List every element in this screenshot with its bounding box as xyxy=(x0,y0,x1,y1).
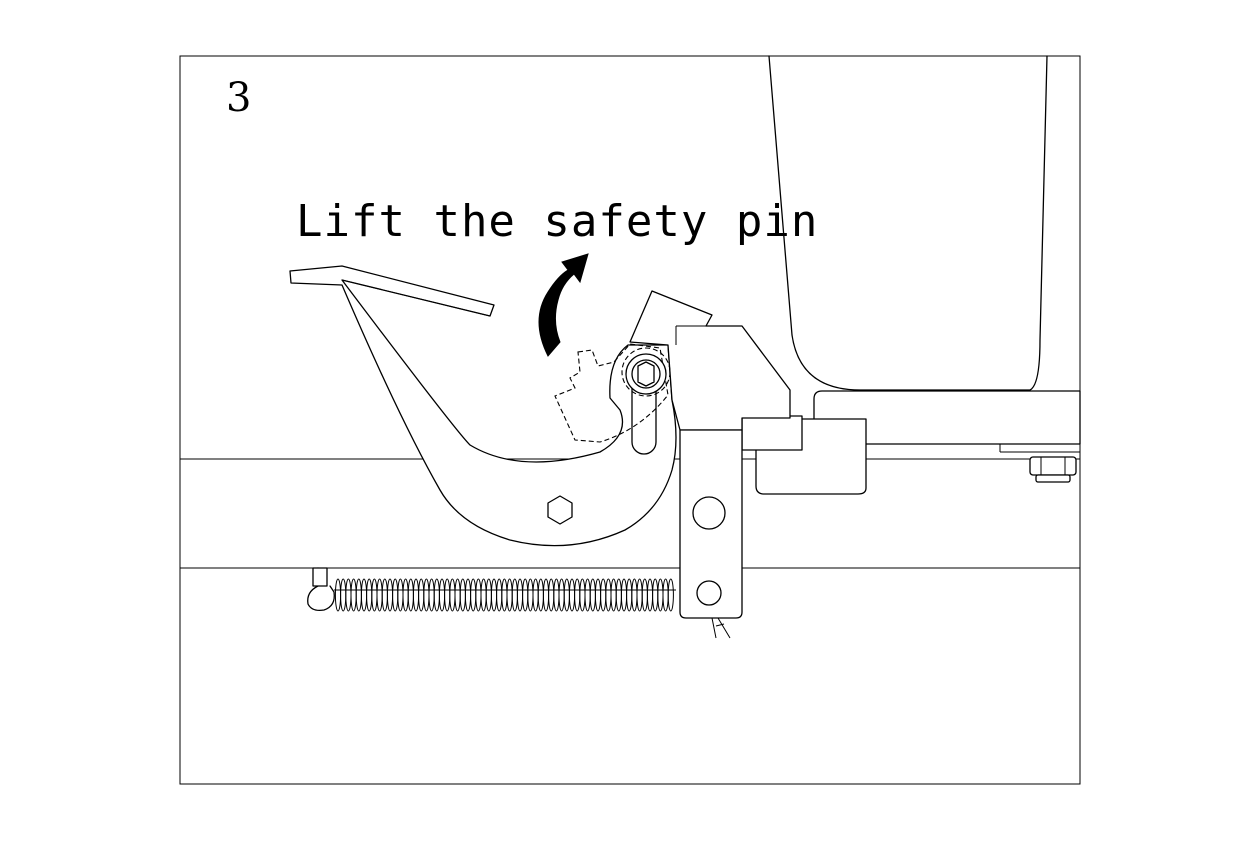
spring-coil xyxy=(532,578,539,612)
spring-coil xyxy=(600,578,607,612)
spring-coil xyxy=(334,578,342,612)
spring-coil xyxy=(563,578,570,612)
spring-coil xyxy=(620,578,628,612)
spring-coil xyxy=(407,578,414,612)
spring-coil xyxy=(646,578,654,612)
spring-coil xyxy=(626,578,633,612)
spring-coil xyxy=(574,578,581,612)
link-plate xyxy=(679,429,743,639)
step-number: 3 xyxy=(226,75,252,121)
spring-coil xyxy=(376,578,383,612)
lever-bolt xyxy=(547,495,573,525)
spring-coil xyxy=(594,578,602,612)
spring-coil xyxy=(636,578,643,612)
spring-coil xyxy=(657,578,664,612)
spring-coil xyxy=(397,578,404,612)
spring-coil xyxy=(350,578,357,612)
spring-coil xyxy=(558,578,565,612)
spring-coil xyxy=(454,578,461,612)
spring-coil xyxy=(568,578,576,612)
spring-coil xyxy=(610,578,617,612)
spring-coil xyxy=(459,578,466,612)
spring-coil xyxy=(506,578,513,612)
spring-coil xyxy=(537,578,544,612)
spring-coil xyxy=(423,578,430,612)
spring-coil xyxy=(631,578,638,612)
spring-coil xyxy=(511,578,518,612)
spring-coil xyxy=(470,578,477,612)
spring-coil xyxy=(386,578,394,612)
spring-coil xyxy=(371,578,378,612)
spring-coil xyxy=(548,578,555,612)
spring-coil xyxy=(428,578,435,612)
spring-coil xyxy=(490,578,498,612)
spring-coil xyxy=(381,578,388,612)
spring-coil xyxy=(615,578,622,612)
spring-coil xyxy=(652,578,659,612)
spring-coil xyxy=(542,578,550,612)
lift-arrow-icon xyxy=(538,253,589,357)
spring-coil xyxy=(662,578,669,612)
spring-coil xyxy=(402,578,409,612)
spring-coil xyxy=(501,578,508,612)
spring-coil xyxy=(475,578,482,612)
safety-pin-ghost xyxy=(554,343,671,443)
spring-coil xyxy=(496,578,503,612)
spring-coil xyxy=(449,578,456,612)
base-bolt xyxy=(1029,456,1077,483)
spring-coil xyxy=(667,578,674,612)
spring-coil xyxy=(444,578,451,612)
spring-coil xyxy=(340,578,347,612)
spring-coil xyxy=(438,578,446,612)
spring-coil xyxy=(480,578,487,612)
spring-coil xyxy=(464,578,472,612)
spring-coil xyxy=(392,578,399,612)
spring-coil xyxy=(527,578,534,612)
spring-coil xyxy=(605,578,612,612)
tension-spring xyxy=(307,567,676,612)
spring-coil xyxy=(579,578,586,612)
spring-coil xyxy=(360,578,368,612)
pivot-pin xyxy=(625,353,667,395)
spring-coil xyxy=(433,578,440,612)
seat-body xyxy=(768,55,1048,391)
latch-plate xyxy=(629,290,791,431)
spring-coil xyxy=(589,578,596,612)
spring-coil xyxy=(412,578,420,612)
spring-coil xyxy=(641,578,648,612)
instruction-caption: Lift the safety pin xyxy=(296,196,819,247)
pedal-lever xyxy=(289,265,677,547)
spring-coil xyxy=(584,578,591,612)
spring-coil xyxy=(553,578,560,612)
spring-coil xyxy=(366,578,373,612)
bracket-block xyxy=(741,415,867,495)
spring-coil xyxy=(418,578,425,612)
spring-coil xyxy=(345,578,352,612)
spring-coil xyxy=(485,578,492,612)
spring-coil xyxy=(355,578,362,612)
spring-coil xyxy=(516,578,524,612)
spring-coil xyxy=(522,578,529,612)
